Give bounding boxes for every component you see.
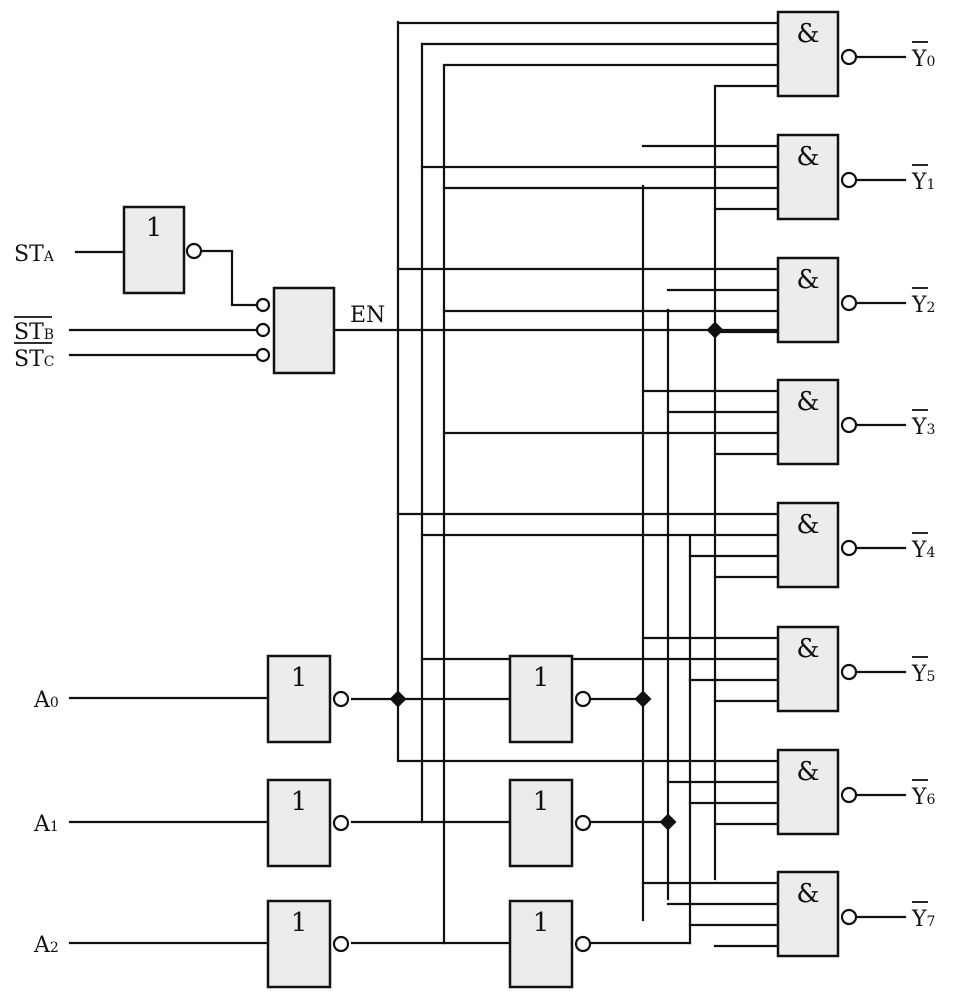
gate-symbol: & <box>796 19 819 49</box>
gate-symbol: 1 <box>146 213 163 243</box>
gate-symbol: 1 <box>291 908 308 938</box>
junction-a1-true <box>659 813 677 831</box>
inverter-bubble <box>574 935 592 953</box>
gate-symbol: & <box>796 879 819 909</box>
label-y3: Y3 <box>911 415 935 440</box>
nand-gate-y2: & <box>776 256 858 344</box>
nand-gate-y3: & <box>776 378 858 466</box>
junction-a0-true <box>634 690 652 708</box>
inverter-a0-first: 1 <box>266 654 350 744</box>
label-y6: Y6 <box>911 785 936 810</box>
output-bubble <box>840 663 858 681</box>
nand-gate-y5: & <box>776 625 858 713</box>
gate-symbol: & <box>796 634 819 664</box>
input-bubble-st-b <box>255 322 271 338</box>
gate-symbol: & <box>796 510 819 540</box>
output-bubble <box>840 416 858 434</box>
gate-symbol: 1 <box>291 787 308 817</box>
label-y5: Y5 <box>911 662 935 687</box>
input-labels: STA STB STC EN A0 A1 A2 <box>14 242 385 958</box>
output-bubble <box>840 539 858 557</box>
input-bubble-st-a <box>255 297 271 313</box>
output-nand-gates: & & & & & & & & <box>776 10 858 958</box>
gate-symbol: & <box>796 265 819 295</box>
inverter-bubble <box>332 814 350 832</box>
gate-symbol: 1 <box>533 787 550 817</box>
inverter-a1-second: 1 <box>508 778 592 868</box>
gate-symbol: 1 <box>291 663 308 693</box>
label-y2: Y2 <box>911 293 935 318</box>
inverter-bubble <box>574 814 592 832</box>
address-inverters: 1 1 1 1 1 1 <box>266 654 592 989</box>
gate-symbol: 1 <box>533 908 550 938</box>
nand-gate-y6: & <box>776 748 858 836</box>
label-y4: Y4 <box>911 538 936 563</box>
inverter-bubble <box>332 935 350 953</box>
wires <box>68 20 907 948</box>
nand-gate-y0: & <box>776 10 858 98</box>
gate-symbol: & <box>796 757 819 787</box>
nand-gate-y1: & <box>776 133 858 221</box>
junction-en <box>706 321 724 339</box>
input-bubble-st-c <box>255 347 271 363</box>
inverter-a2-second: 1 <box>508 899 592 989</box>
output-bubble <box>840 171 858 189</box>
inverter-bubble <box>185 242 203 260</box>
label-a0: A0 <box>33 688 59 713</box>
inverter-bubble <box>332 690 350 708</box>
nand-gate-y4: & <box>776 501 858 589</box>
enable-gate <box>255 286 336 375</box>
label-y1: Y1 <box>911 170 935 195</box>
inverter-a0-second: 1 <box>508 654 592 744</box>
label-en: EN <box>350 303 385 328</box>
output-bubble <box>840 48 858 66</box>
output-bubble <box>840 908 858 926</box>
label-st-a: STA <box>14 242 55 267</box>
inverter-a1-first: 1 <box>266 778 350 868</box>
inverter-bubble <box>574 690 592 708</box>
label-y7: Y7 <box>911 907 935 932</box>
label-st-c: STC <box>14 347 54 372</box>
label-st-b: STB <box>14 320 54 345</box>
gate-symbol: 1 <box>533 663 550 693</box>
label-y0: Y0 <box>911 47 935 72</box>
gate-symbol: & <box>796 142 819 172</box>
nand-gate-y7: & <box>776 870 858 958</box>
output-bubble <box>840 294 858 312</box>
output-bubble <box>840 786 858 804</box>
junction-a0-complement <box>389 690 407 708</box>
label-a2: A2 <box>33 933 59 958</box>
st-a-inverter: 1 <box>122 205 203 295</box>
gate-symbol: & <box>796 387 819 417</box>
wire-st-a-out <box>201 249 260 307</box>
junctions <box>389 321 724 831</box>
inverter-a2-first: 1 <box>266 899 350 989</box>
gate-input-taps <box>396 21 780 948</box>
label-a1: A1 <box>33 812 59 837</box>
output-lines <box>854 55 907 919</box>
